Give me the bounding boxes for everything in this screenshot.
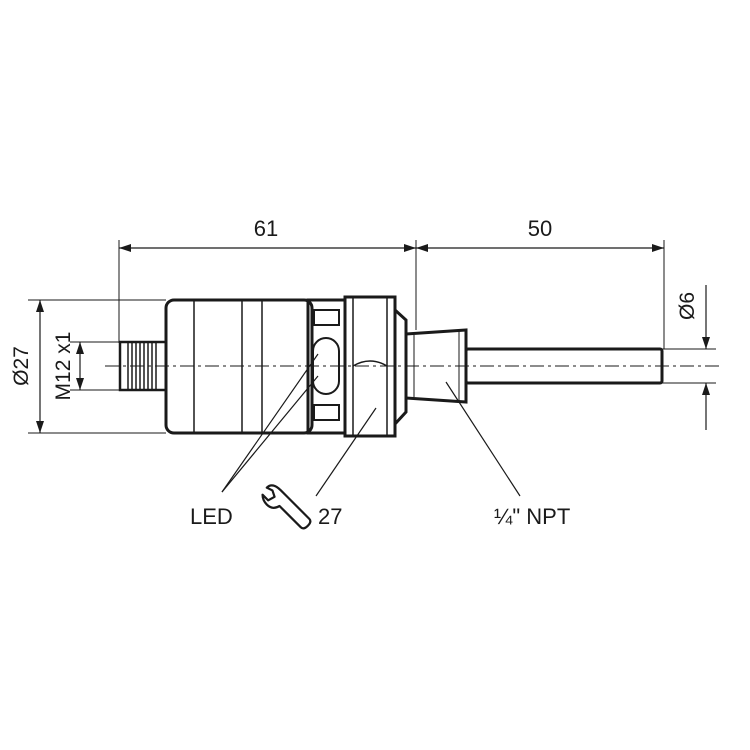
probe xyxy=(464,347,664,385)
npt-leader-line xyxy=(445,381,521,497)
hex-nut xyxy=(343,295,408,438)
led-label: LED xyxy=(190,504,233,529)
dimension-m12-label: M12 x1 xyxy=(52,332,75,401)
extension-lines xyxy=(28,240,716,434)
led-section xyxy=(306,298,347,435)
m12-connector xyxy=(118,340,168,392)
led-leader-lines xyxy=(221,353,319,493)
dimension-d27-label: Ø27 xyxy=(10,346,33,386)
led-window xyxy=(312,337,340,395)
wrench-leader-line xyxy=(315,407,377,497)
wrench-icon xyxy=(261,484,312,530)
dimension-d6-label: Ø6 xyxy=(676,292,699,320)
dimension-50-label: 50 xyxy=(528,216,552,241)
dimension-61-label: 61 xyxy=(254,216,278,241)
npt-label: ¼" NPT xyxy=(494,504,570,529)
wrench-size-label: 27 xyxy=(318,504,342,529)
